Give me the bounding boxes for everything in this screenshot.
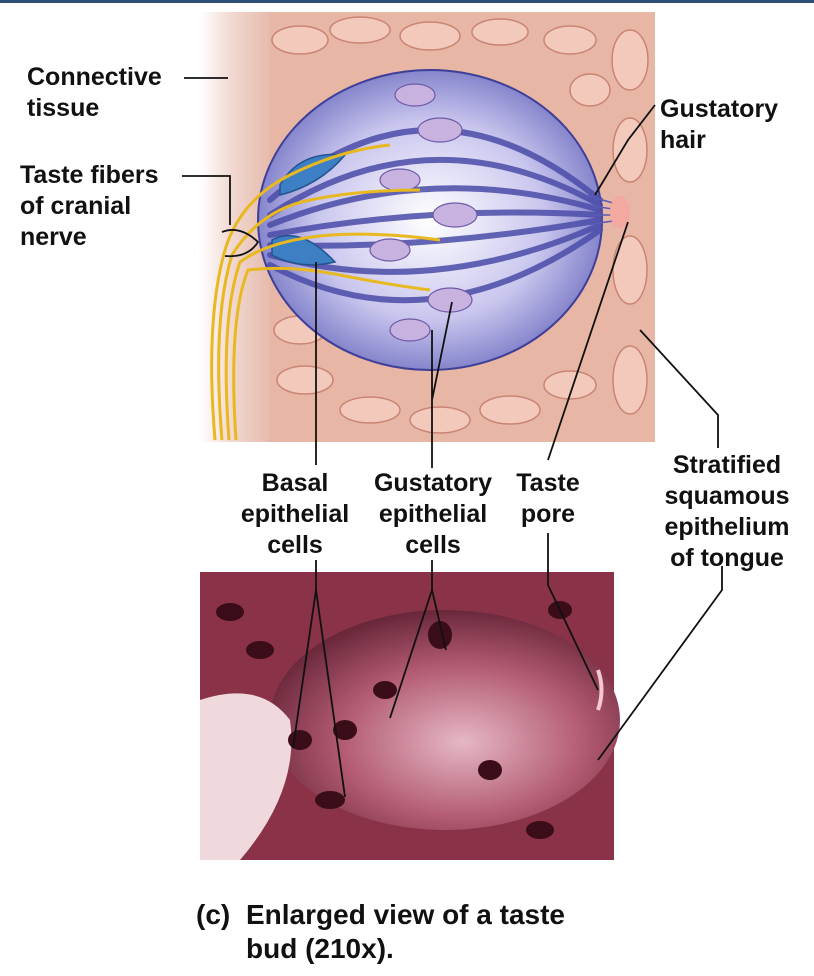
caption-letter: (c) — [196, 899, 231, 930]
label-taste-pore: Taste pore — [516, 469, 580, 528]
leader-stratified-epithelium — [639, 329, 719, 448]
label-gustatory-hair: Gustatory hair — [660, 95, 779, 154]
label-taste-fibers: Taste fibers of cranial nerve — [20, 161, 159, 251]
figure-caption: (c) Enlarged view of a taste bud (210x). — [196, 898, 565, 966]
taste-pore — [610, 196, 630, 228]
micrograph-taste-bud — [270, 610, 620, 830]
label-connective-tissue: Connective tissue — [27, 63, 162, 122]
cell-nuclei — [369, 83, 478, 342]
micrograph — [200, 572, 620, 860]
micrograph-pore — [596, 669, 604, 711]
leader-taste-pore — [547, 221, 629, 461]
leader-gustatory-micro — [389, 560, 447, 719]
top-border — [0, 0, 814, 3]
leader-taste-fibers — [182, 175, 231, 225]
micrograph-light-region — [200, 693, 292, 860]
epithelial-cells — [271, 16, 649, 434]
leader-taste-fibers-bracket — [221, 229, 260, 258]
label-basal-cells: Basal epithelial cells — [240, 469, 350, 559]
leader-pore-micro — [547, 533, 599, 691]
caption-text: Enlarged view of a taste bud (210x). — [246, 899, 565, 964]
leader-basal-micro — [292, 560, 346, 798]
leader-epithelium-micro — [597, 566, 723, 761]
leader-gustatory-cells — [431, 301, 453, 468]
taste-bud — [257, 69, 603, 371]
taste-fibers — [210, 143, 441, 441]
leader-gustatory-hair — [594, 104, 656, 196]
illustration — [200, 12, 655, 442]
leader-lines — [182, 77, 723, 798]
label-gustatory-cells: Gustatory epithelial cells — [373, 469, 493, 559]
label-stratified-epithelium: Stratified squamous epithelium of tongue — [664, 451, 790, 572]
